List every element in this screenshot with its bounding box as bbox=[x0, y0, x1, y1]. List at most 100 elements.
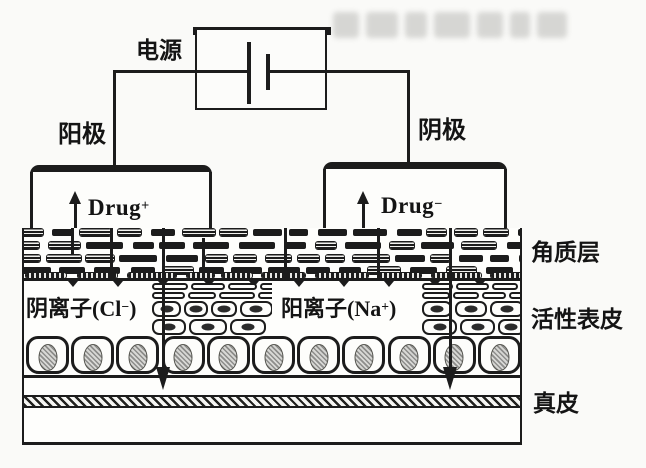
keratinocyte-cell bbox=[184, 301, 209, 317]
drug-minus-up-arrow-shaft bbox=[362, 202, 365, 229]
cathode-label-text: 阴极 bbox=[418, 118, 466, 144]
sc-intercellular-channel bbox=[71, 228, 74, 255]
basal-cell bbox=[252, 336, 295, 374]
cathode-electrode-pad bbox=[323, 169, 507, 228]
basal-cell bbox=[387, 336, 431, 374]
keratinocyte-cell bbox=[229, 319, 266, 335]
corneocyte-brick bbox=[218, 228, 249, 237]
anode-label: 阳极 bbox=[58, 122, 106, 148]
corneocyte-brick bbox=[51, 229, 74, 236]
corneocyte-brick bbox=[166, 255, 199, 262]
corneocyte-brick bbox=[317, 229, 347, 236]
cell-nucleus bbox=[471, 323, 485, 331]
cation-paren: ) bbox=[388, 296, 397, 321]
corneocyte-brick bbox=[518, 254, 520, 263]
corneocyte-hatched-brick bbox=[431, 272, 482, 279]
cell-nucleus bbox=[249, 305, 263, 313]
corneocyte-brick bbox=[47, 241, 82, 250]
flat-keratinocyte-cell bbox=[227, 283, 257, 290]
right-permeation-arrow-icon bbox=[443, 367, 457, 390]
viable-epidermis-layer bbox=[24, 281, 520, 376]
anion-text: 阴离子(Cl bbox=[26, 296, 122, 321]
corneocyte-brick bbox=[453, 228, 479, 237]
flat-keratinocyte-cell bbox=[452, 292, 479, 299]
cation-sign: + bbox=[381, 299, 389, 314]
dermis-label: 真皮 bbox=[533, 391, 579, 416]
corneocyte-brick bbox=[446, 266, 477, 275]
ghost-character-blob bbox=[434, 12, 470, 38]
cell-junction-notch bbox=[68, 281, 78, 287]
basal-cell bbox=[206, 336, 250, 374]
anode-electrode-pad bbox=[30, 172, 212, 228]
basal-cell bbox=[71, 336, 115, 374]
corneocyte-hatched-brick bbox=[377, 272, 423, 279]
corneocyte-brick bbox=[397, 229, 422, 236]
basal-cell-nucleus bbox=[83, 344, 103, 371]
drug-plus-sign: + bbox=[141, 198, 150, 214]
corneocyte-brick bbox=[58, 267, 86, 274]
corneocyte-hatched-brick bbox=[260, 272, 307, 279]
basal-cell-nucleus bbox=[354, 344, 374, 371]
flat-keratinocyte-cell bbox=[481, 292, 507, 299]
sc-intercellular-channel bbox=[202, 238, 205, 280]
flat-keratinocyte-cell bbox=[152, 292, 185, 299]
anode-label-text: 阳极 bbox=[58, 122, 106, 148]
keratinocyte-cell bbox=[455, 301, 488, 317]
epidermis-bottom-line bbox=[24, 375, 520, 378]
cell-junction-notch bbox=[339, 281, 350, 287]
corneocyte-brick bbox=[265, 254, 292, 263]
corneocyte-brick bbox=[130, 267, 156, 274]
ghost-character-blob bbox=[537, 12, 567, 38]
wire-left-vertical bbox=[113, 70, 116, 167]
corneocyte-brick bbox=[325, 254, 346, 263]
drug-minus-text: Drug bbox=[381, 193, 435, 218]
left-permeation-arrow-icon bbox=[156, 367, 170, 390]
ghost-character-blob bbox=[477, 12, 503, 38]
basal-cell-nucleus bbox=[264, 344, 283, 371]
corneocyte-brick bbox=[366, 266, 402, 275]
dermis-hatched-band bbox=[24, 395, 520, 408]
wire-left-horizontal bbox=[113, 70, 248, 73]
corneocyte-hatched-brick bbox=[314, 272, 369, 279]
cell-nucleus bbox=[162, 323, 176, 331]
corneocyte-brick bbox=[388, 241, 416, 250]
basal-cell-nucleus bbox=[399, 344, 419, 371]
power-label-text: 电源 bbox=[136, 38, 182, 63]
ghost-character-blob bbox=[333, 12, 359, 38]
corneocyte-brick bbox=[204, 254, 228, 263]
battery-box bbox=[195, 28, 327, 110]
flat-keratinocyte-cell bbox=[492, 283, 519, 290]
cell-nucleus bbox=[500, 305, 514, 313]
basal-cell-nucleus bbox=[218, 344, 238, 371]
cation-label: 阳离子(Na+) bbox=[281, 296, 397, 321]
viable-epidermis-label: 活性表皮 bbox=[531, 307, 623, 332]
flat-keratinocyte-cell bbox=[187, 292, 217, 299]
keratinocyte-cell bbox=[490, 301, 520, 317]
basal-cell bbox=[26, 336, 69, 374]
flat-keratinocyte-cell bbox=[258, 292, 272, 299]
corneocyte-brick bbox=[421, 242, 454, 249]
corneocyte-brick bbox=[24, 267, 52, 274]
corneocyte-brick bbox=[24, 228, 44, 237]
wire-right-vertical bbox=[407, 70, 410, 164]
corneocyte-brick bbox=[133, 242, 155, 249]
flat-keratinocyte-cell bbox=[219, 292, 256, 299]
flat-keratinocyte-cell bbox=[259, 283, 272, 290]
stratum-corneum-layer bbox=[24, 228, 520, 280]
flat-keratinocyte-cell bbox=[509, 292, 520, 299]
corneocyte-brick bbox=[394, 255, 425, 262]
cell-nucleus bbox=[217, 305, 231, 313]
keratinocyte-cell bbox=[239, 301, 272, 317]
drug-plus-up-arrow-icon bbox=[69, 191, 81, 204]
stratum-corneum-label-text: 角质层 bbox=[531, 240, 600, 265]
cell-nucleus bbox=[241, 323, 255, 331]
drug-minus-label: Drug− bbox=[381, 193, 443, 218]
cell-nucleus bbox=[433, 323, 447, 331]
flat-keratinocyte-cell bbox=[422, 292, 450, 299]
corneocyte-brick bbox=[297, 254, 320, 263]
corneocyte-brick bbox=[338, 267, 361, 274]
corneocyte-brick bbox=[24, 254, 42, 263]
keratinocyte-cell bbox=[211, 301, 237, 317]
keratinocyte-cell bbox=[460, 319, 496, 335]
stratum-corneum-label: 角质层 bbox=[531, 240, 600, 265]
